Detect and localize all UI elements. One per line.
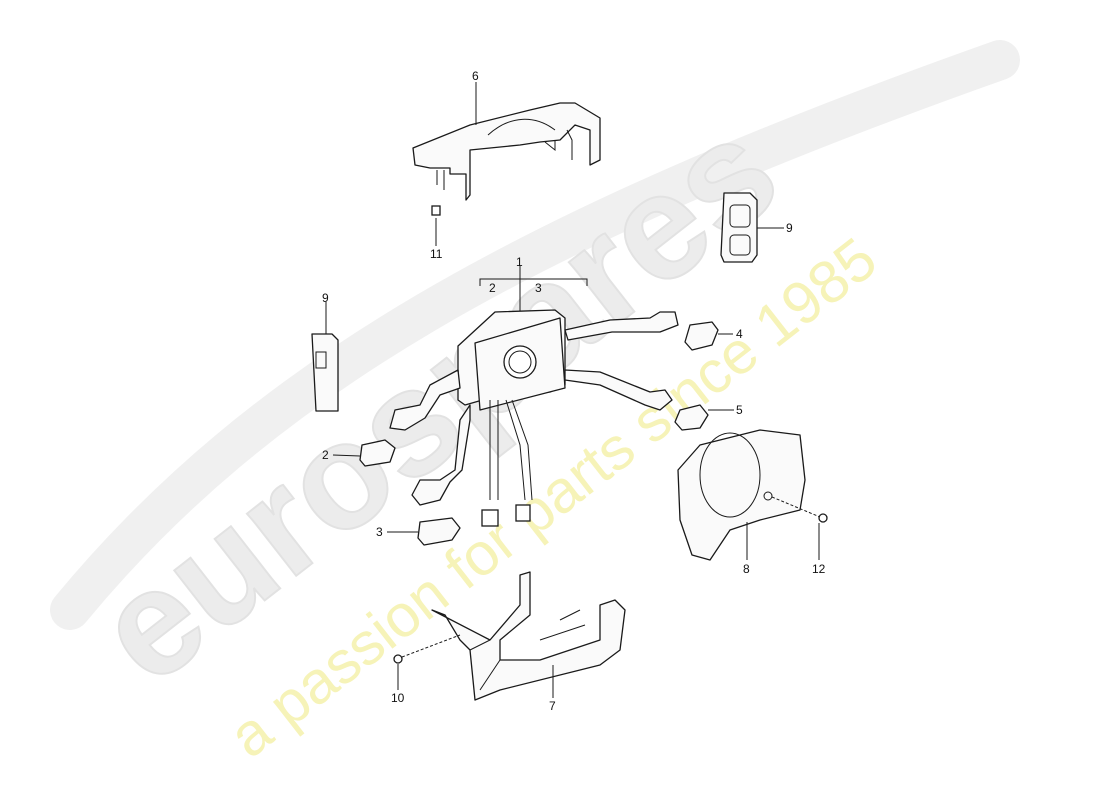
part-cover-plate-right bbox=[720, 192, 758, 263]
part-combination-switch bbox=[389, 309, 679, 527]
callout-8[interactable]: 8 bbox=[743, 562, 750, 576]
callout-9-left[interactable]: 9 bbox=[322, 291, 329, 305]
part-end-cap-5 bbox=[674, 404, 709, 431]
part-end-cap-4 bbox=[684, 321, 719, 351]
callout-1[interactable]: 1 bbox=[516, 255, 523, 269]
callout-12[interactable]: 12 bbox=[812, 562, 826, 576]
callout-9-right[interactable]: 9 bbox=[786, 221, 793, 235]
part-upper-cover bbox=[412, 102, 601, 216]
part-cover-plate-left bbox=[311, 333, 339, 412]
callout-5[interactable]: 5 bbox=[736, 403, 743, 417]
part-end-cap-3 bbox=[417, 517, 461, 546]
part-side-trim-panel bbox=[677, 429, 806, 561]
callout-10[interactable]: 10 bbox=[391, 691, 405, 705]
bracket-1 bbox=[479, 266, 588, 313]
callout-7[interactable]: 7 bbox=[549, 699, 556, 713]
callout-1-sub-2[interactable]: 2 bbox=[489, 281, 496, 295]
callout-3[interactable]: 3 bbox=[376, 525, 383, 539]
callout-1-sub-3[interactable]: 3 bbox=[535, 281, 542, 295]
callout-4[interactable]: 4 bbox=[736, 327, 743, 341]
part-lower-cover bbox=[431, 571, 626, 701]
callout-11[interactable]: 11 bbox=[430, 247, 443, 261]
callout-2[interactable]: 2 bbox=[322, 448, 329, 462]
callout-6[interactable]: 6 bbox=[472, 69, 479, 83]
part-end-cap-2 bbox=[359, 439, 396, 467]
